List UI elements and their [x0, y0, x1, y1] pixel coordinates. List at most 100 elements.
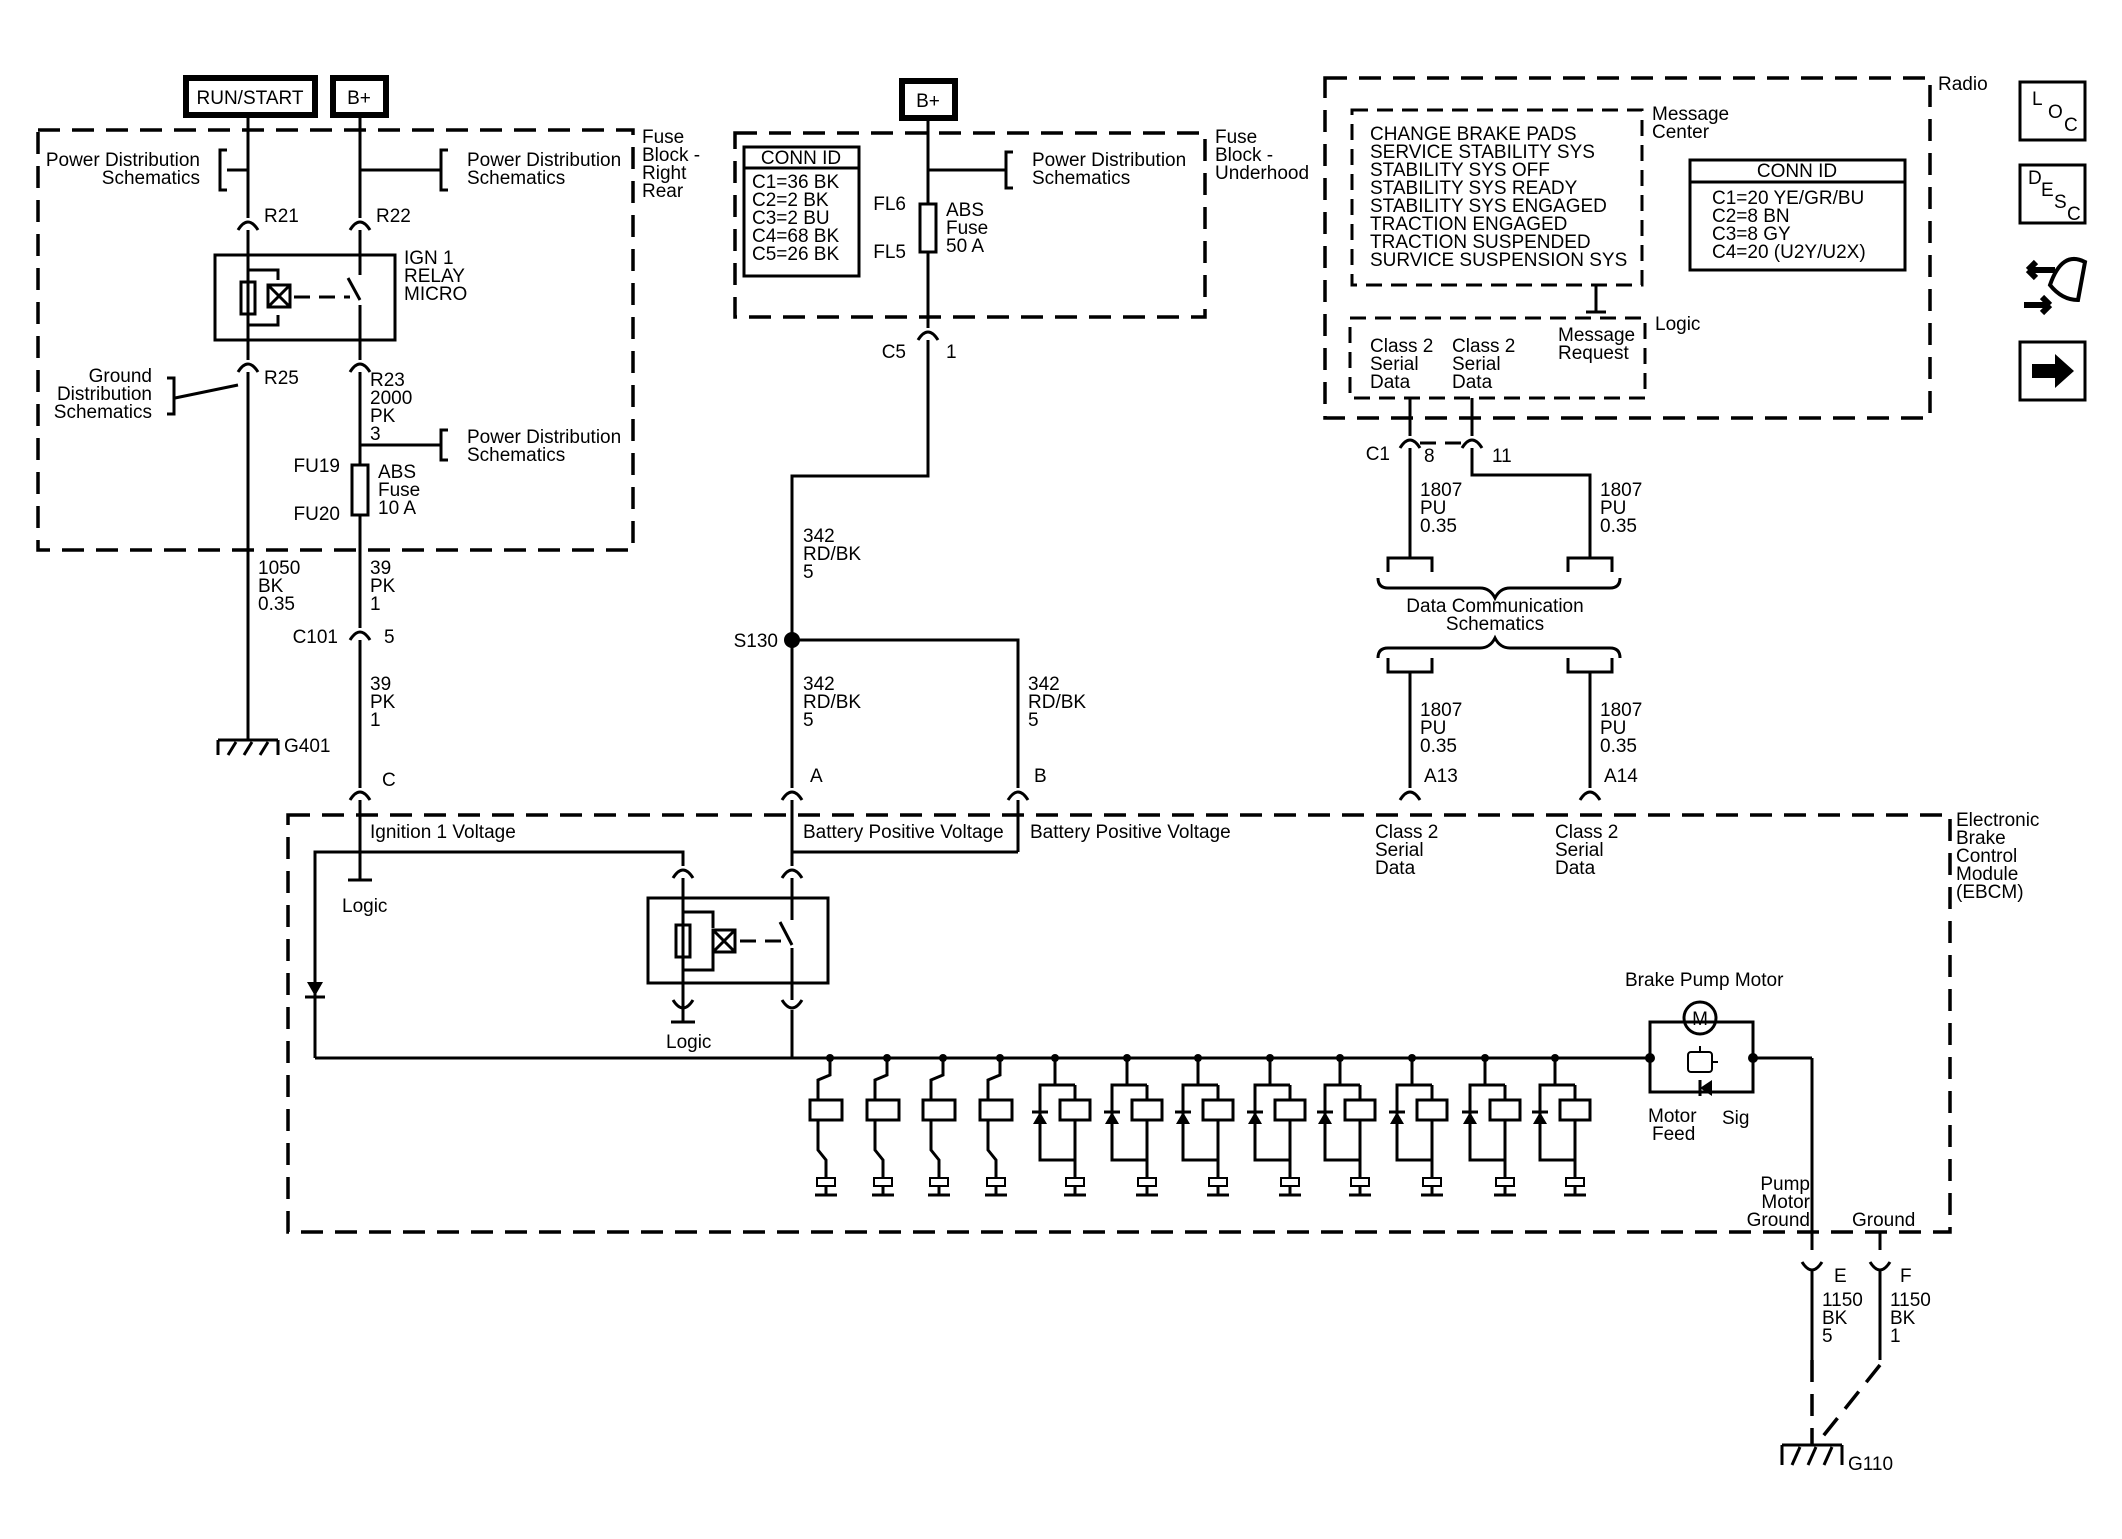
svg-text:Class 2: Class 2 [1370, 336, 1433, 357]
svg-text:Class 2: Class 2 [1555, 822, 1618, 843]
svg-text:Serial: Serial [1555, 840, 1604, 861]
svg-text:PK: PK [370, 406, 396, 427]
c5-pin-label: 1 [946, 342, 957, 363]
svg-text:Request: Request [1558, 343, 1629, 364]
svg-text:5: 5 [1028, 710, 1039, 731]
svg-text:Data: Data [1555, 858, 1596, 879]
desc-icon[interactable]: D E S C [2018, 163, 2087, 225]
svg-text:PU: PU [1420, 498, 1446, 519]
wire-1807c-label: 1807 PU 0.35 [1420, 700, 1462, 757]
svg-text:SURVICE SUSPENSION SYS: SURVICE SUSPENSION SYS [1370, 250, 1627, 271]
svg-text:BK: BK [1822, 1308, 1848, 1329]
pin-f-label: F [1900, 1266, 1912, 1287]
solenoid-driver [1317, 1054, 1377, 1197]
svg-text:C2=2 BK: C2=2 BK [752, 190, 829, 211]
a14-label: A14 [1604, 766, 1638, 787]
fuse-block-underhood-title: Fuse Block - Underhood [1215, 127, 1309, 184]
r21-label: R21 [264, 206, 299, 227]
logic-box [1348, 316, 1647, 400]
svg-text:Serial: Serial [1452, 354, 1501, 375]
wire-39b-label: 39 PK 1 [370, 674, 396, 731]
solenoid-driver [1532, 1054, 1592, 1197]
wire-1807a-label: 1807 PU 0.35 [1420, 480, 1462, 537]
loc-icon[interactable]: L O C [2018, 80, 2087, 142]
abs-fuse-50a-label: ABS Fuse 50 A [946, 200, 988, 257]
svg-text:C2=8 BN: C2=8 BN [1712, 206, 1790, 227]
svg-text:0.35: 0.35 [1420, 516, 1457, 537]
g110-ground-symbol [1780, 1443, 1844, 1466]
c101-label: C101 [293, 627, 338, 648]
svg-text:PU: PU [1420, 718, 1446, 739]
svg-text:C4=68 BK: C4=68 BK [752, 226, 839, 247]
bplus-source-left: B+ [330, 75, 389, 118]
svg-text:Electronic: Electronic [1956, 810, 2039, 831]
svg-text:Fuse: Fuse [1215, 127, 1257, 148]
pin-a-label: A [810, 766, 823, 787]
message-list: CHANGE BRAKE PADS SERVICE STABILITY SYS … [1370, 124, 1627, 271]
svg-text:Fuse: Fuse [642, 127, 684, 148]
svg-text:C3=8 GY: C3=8 GY [1712, 224, 1791, 245]
svg-text:SERVICE STABILITY SYS: SERVICE STABILITY SYS [1370, 142, 1595, 163]
fu20-label: FU20 [294, 504, 340, 525]
svg-text:Schematics: Schematics [102, 168, 200, 189]
svg-text:D: D [2028, 168, 2042, 189]
g110-label: G110 [1848, 1454, 1893, 1475]
svg-text:Fuse: Fuse [378, 480, 420, 501]
svg-text:5: 5 [1822, 1326, 1833, 1347]
svg-text:1: 1 [1890, 1326, 1901, 1347]
next-arrow-icon[interactable] [2018, 340, 2087, 402]
solenoid-driver [808, 1054, 844, 1197]
r22-label: R22 [376, 206, 411, 227]
solenoid-driver [978, 1054, 1014, 1197]
svg-text:Power Distribution: Power Distribution [46, 150, 200, 171]
ign-voltage-label: Ignition 1 Voltage [370, 822, 516, 843]
svg-text:Schematics: Schematics [467, 168, 565, 189]
svg-text:MICRO: MICRO [404, 284, 467, 305]
svg-text:Schematics: Schematics [1446, 614, 1544, 635]
wire-342b-label: 342 RD/BK 5 [803, 674, 861, 731]
pin-11-label: 11 [1492, 446, 1512, 467]
svg-text:RD/BK: RD/BK [1028, 692, 1086, 713]
svg-text:O: O [2048, 102, 2063, 123]
svg-text:Block -: Block - [1215, 145, 1273, 166]
pds-underhood-label: Power Distribution Schematics [1032, 150, 1186, 189]
connector-icon[interactable] [2024, 256, 2088, 316]
wire-1807d-label: 1807 PU 0.35 [1600, 700, 1642, 757]
r25-label: R25 [264, 368, 299, 389]
ground-label: Ground [1852, 1210, 1915, 1231]
fuse-block-underhood-outline [733, 131, 1207, 319]
pds-top-left-label: Power Distribution Schematics [46, 150, 200, 189]
svg-text:(EBCM): (EBCM) [1956, 882, 2024, 903]
svg-text:0.35: 0.35 [1600, 736, 1637, 757]
wire-342a-label: 342 RD/BK 5 [803, 526, 861, 583]
svg-text:ABS: ABS [946, 200, 984, 221]
wire-1150a-label: 1150 BK 5 [1822, 1290, 1863, 1347]
ebcm-relay-box [646, 896, 830, 985]
message-center-label: Message Center [1652, 104, 1729, 143]
svg-text:RD/BK: RD/BK [803, 544, 861, 565]
solenoid-driver [1247, 1054, 1307, 1197]
svg-text:342: 342 [1028, 674, 1060, 695]
motor-icon [1682, 1000, 1718, 1036]
svg-text:1: 1 [370, 710, 381, 731]
svg-text:E: E [2041, 180, 2054, 201]
fl5-label: FL5 [873, 242, 906, 263]
svg-text:CONN ID: CONN ID [1757, 161, 1837, 182]
svg-text:342: 342 [803, 526, 835, 547]
fu19-label: FU19 [294, 456, 340, 477]
svg-text:1150: 1150 [1822, 1290, 1863, 1311]
solenoid-driver [1389, 1054, 1449, 1197]
wire-1150b-label: 1150 BK 1 [1890, 1290, 1931, 1347]
svg-text:STABILITY SYS OFF: STABILITY SYS OFF [1370, 160, 1550, 181]
svg-text:M: M [1692, 1009, 1708, 1030]
c5-label: C5 [882, 342, 906, 363]
logic2-label: Logic [666, 1032, 711, 1053]
engine-icon [1687, 1051, 1713, 1073]
svg-text:Block -: Block - [642, 145, 700, 166]
c1-label: C1 [1366, 444, 1390, 465]
svg-text:Data Communication: Data Communication [1406, 596, 1583, 617]
svg-text:Message: Message [1652, 104, 1729, 125]
svg-text:10 A: 10 A [378, 498, 416, 519]
fl6-label: FL6 [873, 194, 906, 215]
svg-text:Brake: Brake [1956, 828, 2006, 849]
